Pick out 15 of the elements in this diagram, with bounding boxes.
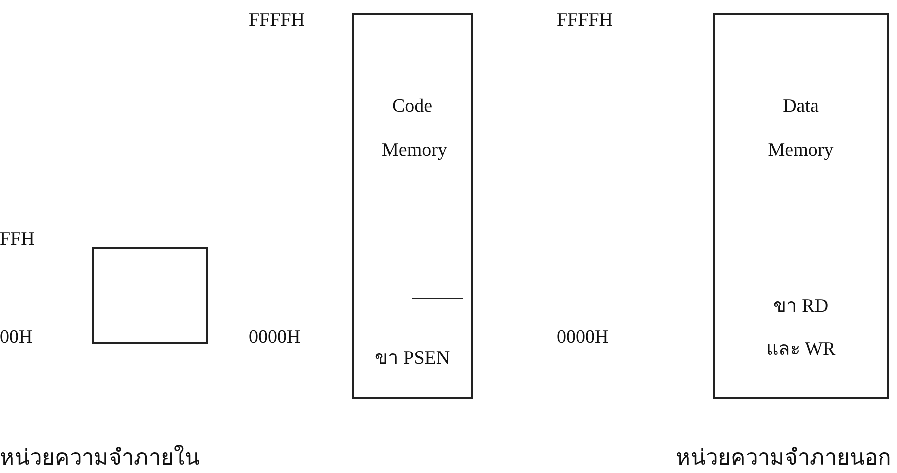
address-label: FFH — [0, 229, 35, 251]
memory-caption: หน่วยความจำภายใน — [0, 444, 200, 472]
memory-title: Data Memory — [767, 95, 835, 163]
address-label: 00H — [0, 327, 33, 349]
data-memory-block — [713, 13, 889, 399]
memory-title: Code Memory — [381, 95, 448, 163]
address-label: FFFFH — [557, 10, 613, 32]
pin-label: ขา PSEN — [374, 347, 452, 371]
address-label: 0000H — [249, 327, 301, 349]
address-label: 0000H — [557, 327, 609, 349]
code-memory-block — [352, 13, 473, 399]
pin-label: ขา RD และ WR — [765, 295, 837, 362]
internal-memory-block — [92, 247, 208, 344]
address-label: FFFFH — [249, 10, 305, 32]
memory-caption: หน่วยความจำภายนอก — [676, 444, 891, 472]
